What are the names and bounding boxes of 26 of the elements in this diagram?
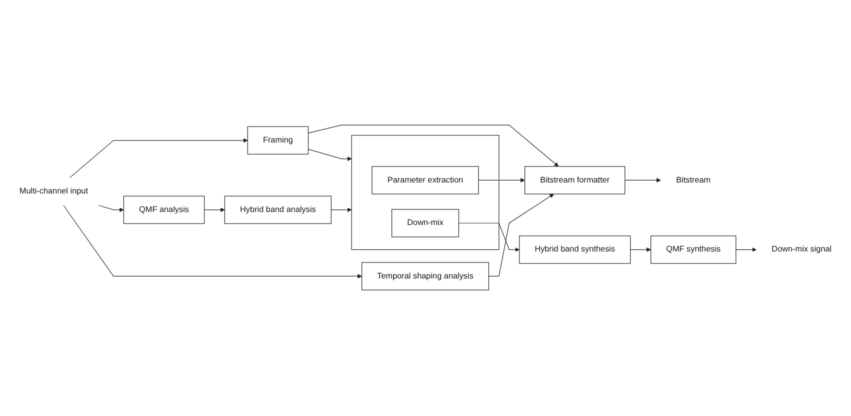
node-box: Hybrid band analysis [224, 196, 332, 224]
arrow [736, 248, 757, 252]
arrow [330, 208, 352, 213]
node-box: Framing [247, 126, 309, 155]
node-text: Multi-channel input [19, 187, 88, 196]
arrow [63, 205, 362, 279]
node-box: QMF synthesis [650, 236, 736, 264]
node-box: Temporal shaping analysis [362, 262, 490, 291]
node-text: Bitstream [676, 176, 711, 185]
arrow [478, 178, 526, 183]
arrow [308, 125, 559, 168]
node-text: Down-mix signal [772, 246, 832, 254]
arrow [458, 223, 520, 252]
node-box: QMF analysis [123, 196, 205, 224]
arrow [630, 248, 652, 252]
node-box: Hybrid band synthesis [519, 236, 631, 264]
node-box: Bitstream formatter [524, 166, 626, 195]
cluster [351, 135, 500, 250]
arrow [624, 178, 661, 183]
arrow [204, 208, 225, 213]
node-box: Parameter extraction [372, 166, 479, 195]
arrow [98, 205, 124, 213]
arrow [70, 138, 248, 178]
node-box: Down-mix [392, 209, 460, 238]
arrow [308, 149, 352, 162]
arrow [488, 194, 554, 277]
